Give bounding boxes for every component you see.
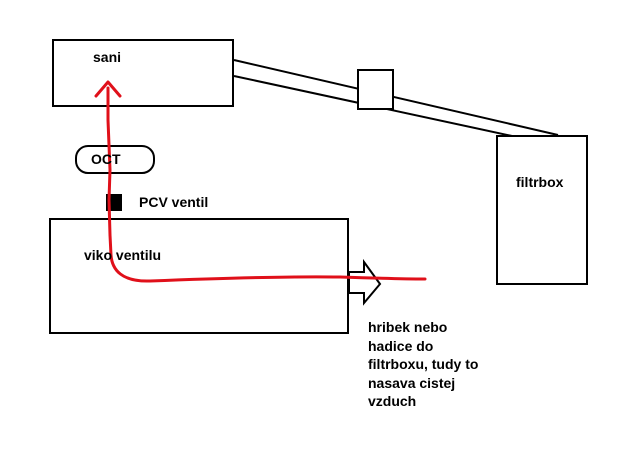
note-line: filtrboxu, tudy to [368,356,479,372]
outlet-arrow [348,258,382,306]
filtrbox-label: filtrbox [516,174,564,190]
viko-ventilu-label: viko ventilu [84,247,162,263]
airflow-note: hribek nebo hadice do filtrboxu, tudy to… [368,318,508,411]
oct-label: OCT [91,151,121,167]
duct-line-top [233,59,559,136]
note-line: hribek nebo [368,319,448,335]
note-line: hadice do [368,337,434,354]
airflow-arrowhead [94,80,122,98]
airflow-path [106,86,427,283]
note-line: nasava cistej [368,374,456,391]
sani-label: sani [93,49,122,65]
sani-box [52,39,234,107]
filtrbox-box [496,135,588,285]
duct-coupler [357,69,394,110]
oct-box [75,145,155,174]
note-line: vzduch [368,393,417,409]
pcv-ventil-label: PCV ventil [139,194,209,210]
